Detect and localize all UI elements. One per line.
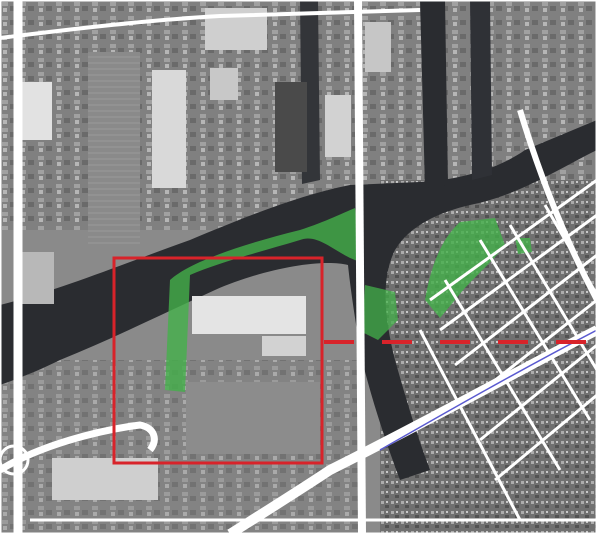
highway-central [354, 0, 366, 534]
residential-street-grid [418, 178, 597, 521]
site-building-main [192, 296, 306, 334]
river-slip-east [470, 0, 492, 180]
ramp-loop [0, 421, 158, 473]
warehouse-north-8 [22, 252, 54, 304]
park-inlet [362, 285, 398, 340]
warehouse-north-7 [365, 22, 391, 72]
interchange-loop [0, 444, 30, 476]
rail-line [379, 329, 597, 451]
warehouse-north-2 [152, 70, 186, 188]
southwest-warehouse [52, 458, 158, 500]
greenway-riverwalk [165, 208, 362, 392]
warehouse-north-1 [88, 52, 140, 248]
warehouse-north-5 [275, 82, 307, 172]
warehouse-north-6 [325, 95, 351, 157]
site-building-annex [262, 336, 306, 356]
warehouse-north-3 [22, 82, 52, 140]
site-building-south-warehouse [186, 382, 320, 454]
river-north-branch [420, 0, 448, 188]
river-channel [0, 120, 597, 480]
site-highlight-box [112, 256, 324, 465]
park-east-bank [425, 218, 505, 318]
warehouse-north-9 [210, 68, 238, 100]
north-road [0, 8, 421, 40]
